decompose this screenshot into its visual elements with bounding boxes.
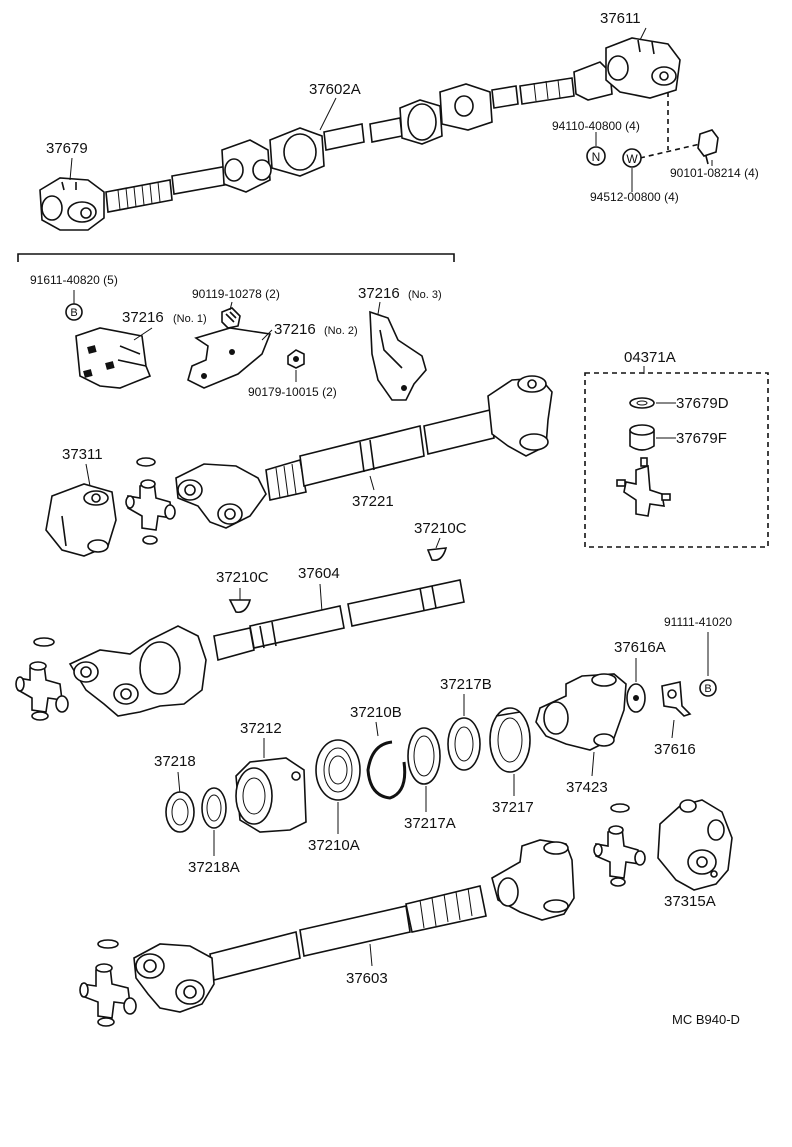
label-37679: 37679 xyxy=(46,140,88,157)
spider-cross-1 xyxy=(125,479,176,545)
label-37315A: 37315A xyxy=(664,893,716,910)
snap-ring-icon-2 xyxy=(33,637,55,647)
label-37423: 37423 xyxy=(566,779,608,796)
woodruff-key-37210C-a xyxy=(228,599,252,614)
bracket-no2 xyxy=(187,327,272,389)
bearing-cup-37679F xyxy=(629,424,655,451)
snap-ring-icon-4 xyxy=(97,939,119,949)
label-90101-08214: 90101-08214 (4) xyxy=(670,166,759,180)
shaft-37604-splined xyxy=(213,627,255,662)
label-37216-no3-sub: (No. 3) xyxy=(408,289,442,301)
label-37216-no1-sub: (No. 1) xyxy=(173,313,207,325)
label-37616: 37616 xyxy=(654,741,696,758)
label-37216-no3: 37216 xyxy=(358,285,400,302)
shaft-37603 xyxy=(299,905,411,957)
callout-w: W xyxy=(622,148,642,168)
label-37216-no2-sub: (No. 2) xyxy=(324,325,358,337)
snap-ring-37210B xyxy=(366,740,407,800)
ring-37217A xyxy=(407,727,441,785)
oil-seal-37217 xyxy=(489,707,531,773)
bracket-no1 xyxy=(75,327,152,389)
seal-37218 xyxy=(165,791,195,833)
flange-yoke-37423 xyxy=(535,673,627,751)
label-37216-no2: 37216 xyxy=(274,321,316,338)
label-37611: 37611 xyxy=(600,10,641,27)
spline-shaft-37602A xyxy=(105,179,173,213)
label-37679F: 37679F xyxy=(676,430,727,447)
label-37210A: 37210A xyxy=(308,837,360,854)
callout-w-text: W xyxy=(626,152,638,166)
label-37210C-b: 37210C xyxy=(414,520,467,537)
kit-box-04371A xyxy=(584,372,769,548)
label-94110-40800: 94110-40800 (4) xyxy=(552,119,640,133)
label-37218A: 37218A xyxy=(188,859,240,876)
label-37210B: 37210B xyxy=(350,704,402,721)
label-37217B: 37217B xyxy=(440,676,492,693)
label-37217A: 37217A xyxy=(404,815,456,832)
shaft-37604 xyxy=(249,605,345,649)
spider-cross-3 xyxy=(593,825,646,887)
label-37210C-a: 37210C xyxy=(216,569,269,586)
washer-37616A xyxy=(626,683,646,713)
label-37602A: 37602A xyxy=(309,81,361,98)
lock-plate-37616 xyxy=(661,681,692,717)
diagram-code: MC B940-D xyxy=(672,1012,740,1027)
label-94512-00800: 94512-00800 (4) xyxy=(590,190,679,204)
label-37221: 37221 xyxy=(352,493,394,510)
label-37616A: 37616A xyxy=(614,639,666,656)
bracket-no3 xyxy=(369,310,427,401)
spider-cross-2 xyxy=(15,661,69,721)
flange-yoke-37604 xyxy=(68,625,207,717)
callout-b-1: B xyxy=(65,303,83,321)
label-37311: 37311 xyxy=(62,446,103,463)
label-91111-41020: 91111-41020 xyxy=(664,615,732,629)
slip-yoke-37603 xyxy=(133,943,215,1013)
kit-label-04371A: 04371A xyxy=(624,349,676,366)
callout-b2-text: B xyxy=(704,683,711,695)
bolt-90101-icon xyxy=(697,129,719,165)
bolt-90119-icon xyxy=(221,307,241,329)
universal-joint-center xyxy=(221,127,325,193)
bearing-37210A xyxy=(315,739,361,801)
yoke-37221-end xyxy=(487,375,553,457)
callout-n-text: N xyxy=(592,150,601,164)
bearing-housing-37212 xyxy=(235,757,307,833)
snap-ring-icon-3 xyxy=(610,803,630,813)
flange-yoke-37315A xyxy=(657,799,733,891)
nut-90179-icon xyxy=(287,349,305,369)
label-90179-10015: 90179-10015 (2) xyxy=(248,385,337,399)
seal-37218A xyxy=(201,787,227,829)
flange-yoke-37311 xyxy=(45,483,117,557)
callout-b-2: B xyxy=(699,679,717,697)
spider-cross-4 xyxy=(79,963,137,1027)
label-37603: 37603 xyxy=(346,970,388,987)
ring-37217B xyxy=(447,717,481,771)
spider-cross-kit xyxy=(616,457,671,517)
snap-ring-37679D xyxy=(629,397,655,409)
woodruff-key-37210C-b xyxy=(426,547,448,562)
label-37216-no1: 37216 xyxy=(122,309,164,326)
label-37679D: 37679D xyxy=(676,395,729,412)
yoke-37603-end xyxy=(491,839,575,921)
slip-yoke-37221 xyxy=(175,463,267,529)
callout-b1-text: B xyxy=(70,307,77,319)
snap-ring-icon-1 xyxy=(136,457,156,467)
callout-n: N xyxy=(586,146,606,166)
label-91611-40820: 91611-40820 (5) xyxy=(30,273,118,287)
bracket-group-line xyxy=(17,253,455,262)
propeller-shaft-37602A: N W xyxy=(39,27,719,231)
flange-yoke-37611 xyxy=(573,37,681,101)
label-37218: 37218 xyxy=(154,753,196,770)
label-37212: 37212 xyxy=(240,720,282,737)
label-37604: 37604 xyxy=(298,565,340,582)
flange-yoke-37679 xyxy=(39,177,105,231)
label-90119-10278: 90119-10278 (2) xyxy=(192,287,280,301)
center-bearing xyxy=(399,83,493,145)
label-37217: 37217 xyxy=(492,799,534,816)
